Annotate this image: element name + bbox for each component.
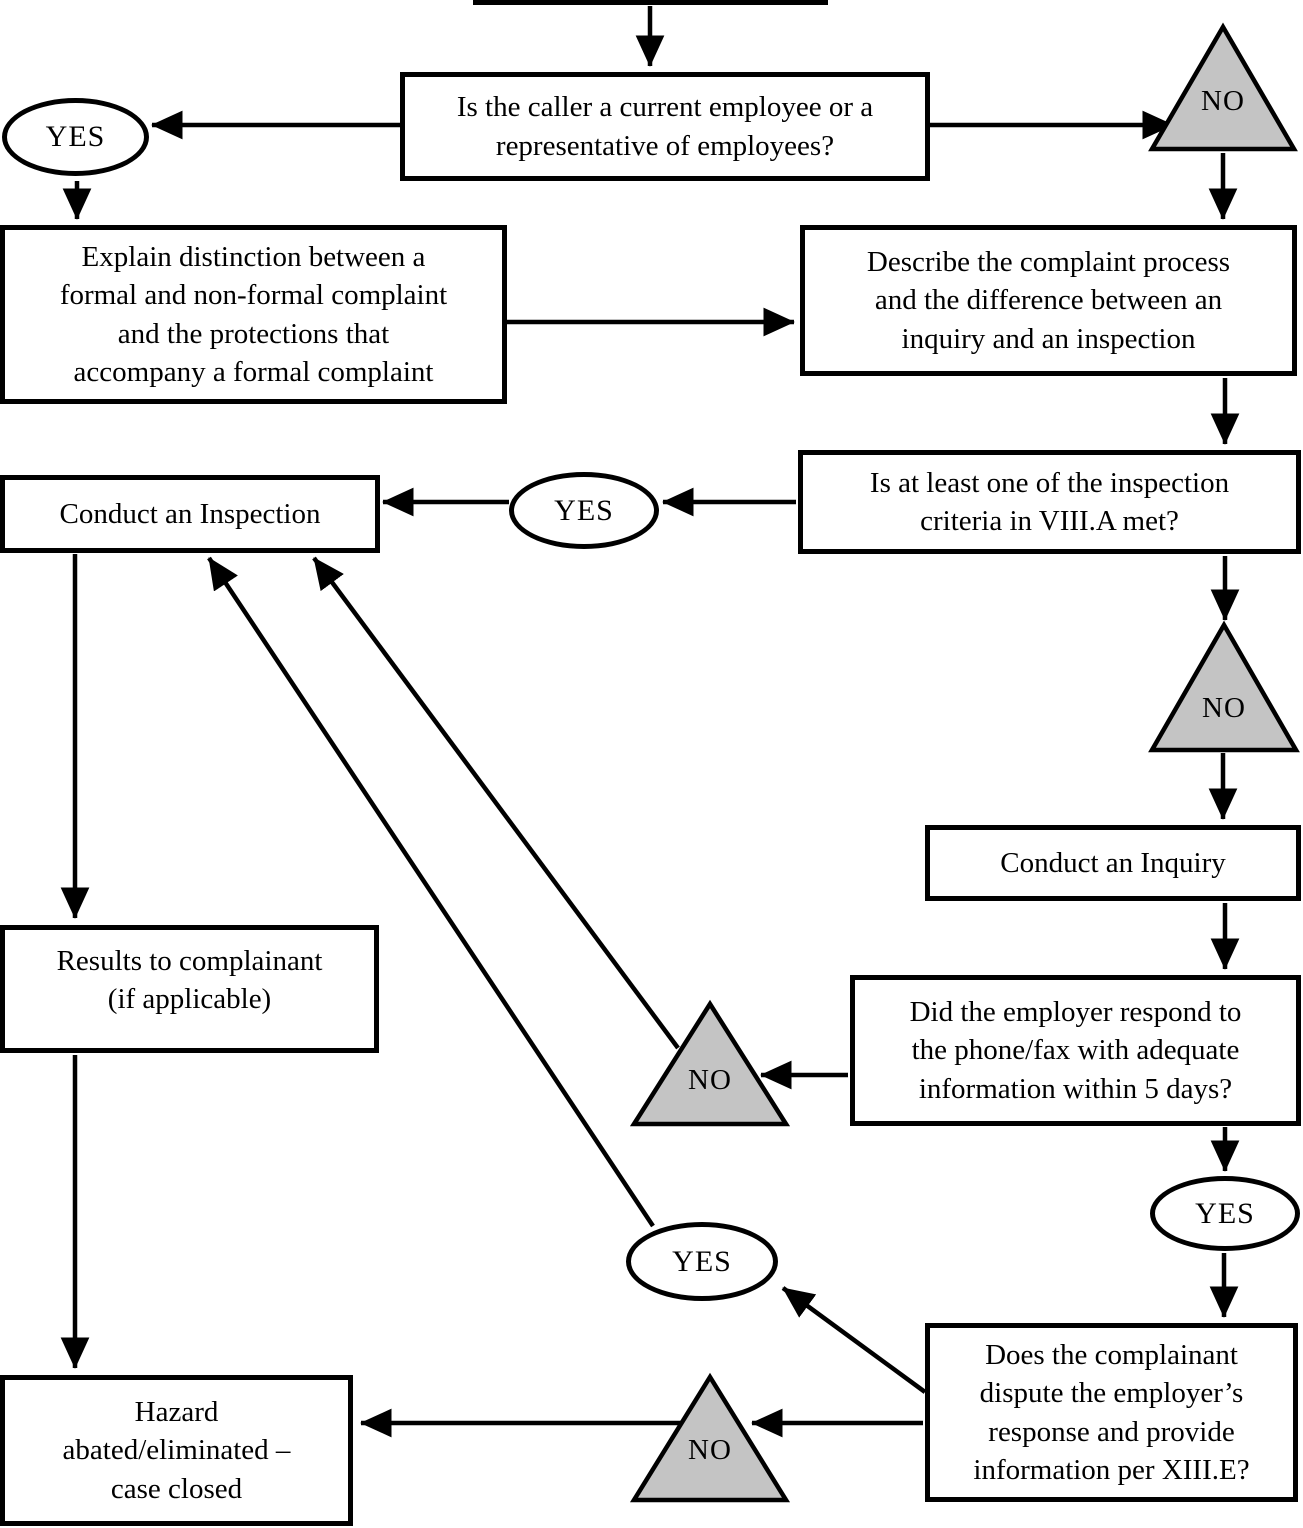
explain-distinction-box: Explain distinction between a formal and… bbox=[0, 225, 507, 404]
conduct-inspection-box: Conduct an Inspection bbox=[0, 475, 380, 553]
no-label-dispute: NO bbox=[688, 1434, 732, 1466]
box-text-line: formal and non-formal complaint bbox=[59, 279, 448, 312]
box-text-line: Is the caller a current employee or a bbox=[456, 91, 874, 124]
no-triangle-caller bbox=[1148, 22, 1298, 152]
box-text-line: response and provide bbox=[988, 1415, 1235, 1448]
box-text-line: Conduct an Inquiry bbox=[1000, 846, 1226, 879]
box-text-line: Does the complainant bbox=[985, 1338, 1238, 1371]
yes-ellipse-criteria: YES bbox=[509, 472, 659, 549]
complainant-dispute-box: Does the complainant dispute the employe… bbox=[925, 1323, 1298, 1502]
hazard-abated-box: Hazard abated/eliminated – case closed bbox=[0, 1375, 353, 1526]
results-complainant-box: Results to complainant (if applicable) bbox=[0, 925, 379, 1053]
arrow-no3-to-inspection bbox=[312, 556, 680, 1050]
box-text-line: Describe the complaint process bbox=[866, 246, 1231, 279]
box-text-line: information within 5 days? bbox=[918, 1072, 1233, 1105]
box-text-line: and the protections that bbox=[117, 317, 390, 350]
box-text-line: and the difference between an bbox=[874, 284, 1223, 317]
box-text-line: representative of employees? bbox=[495, 129, 835, 162]
box-text-line: accompany a formal complaint bbox=[73, 355, 434, 388]
no-label-criteria: NO bbox=[1202, 692, 1246, 724]
yes-ellipse-dispute: YES bbox=[626, 1222, 778, 1301]
no-triangle-employer bbox=[629, 999, 791, 1127]
yes-label: YES bbox=[672, 1244, 732, 1278]
box-text-line: inquiry and an inspection bbox=[901, 322, 1196, 355]
no-label-employer: NO bbox=[688, 1064, 732, 1096]
yes-label: YES bbox=[1195, 1196, 1255, 1230]
employer-respond-box: Did the employer respond to the phone/fa… bbox=[850, 975, 1301, 1126]
box-text-line: abated/eliminated – bbox=[62, 1434, 291, 1467]
box-text-line: criteria in VIII.A met? bbox=[920, 505, 1179, 537]
yes-ellipse-caller: YES bbox=[2, 98, 149, 176]
start-node-partial bbox=[473, 0, 828, 5]
box-text-line: information per XIII.E? bbox=[973, 1453, 1250, 1486]
yes-ellipse-employer: YES bbox=[1150, 1176, 1300, 1251]
yes-label: YES bbox=[45, 120, 106, 154]
question-caller-box: Is the caller a current employee or a re… bbox=[400, 72, 930, 181]
no-label-caller: NO bbox=[1201, 85, 1245, 117]
describe-process-box: Describe the complaint process and the d… bbox=[800, 225, 1297, 376]
box-text-line: case closed bbox=[110, 1472, 243, 1505]
box-text-line: dispute the employer’s bbox=[979, 1377, 1244, 1410]
no-triangle-criteria bbox=[1148, 620, 1300, 753]
box-text-line: (if applicable) bbox=[107, 983, 272, 1015]
box-text-line: Hazard bbox=[134, 1396, 219, 1429]
no-triangle-dispute bbox=[629, 1372, 791, 1503]
box-text-line: Results to complainant bbox=[56, 944, 323, 977]
box-text-line: Did the employer respond to bbox=[909, 996, 1242, 1029]
inspection-criteria-box: Is at least one of the inspection criter… bbox=[798, 450, 1301, 554]
box-text-line: Is at least one of the inspection bbox=[869, 466, 1230, 499]
arrow-dispute-to-yes4 bbox=[781, 1286, 927, 1394]
box-text-line: Conduct an Inspection bbox=[59, 497, 321, 530]
conduct-inquiry-box: Conduct an Inquiry bbox=[925, 825, 1301, 901]
yes-label: YES bbox=[554, 493, 614, 527]
arrow-yes4-to-inspection bbox=[207, 556, 655, 1228]
box-text-line: the phone/fax with adequate bbox=[911, 1034, 1240, 1067]
box-text-line: Explain distinction between a bbox=[81, 240, 426, 273]
